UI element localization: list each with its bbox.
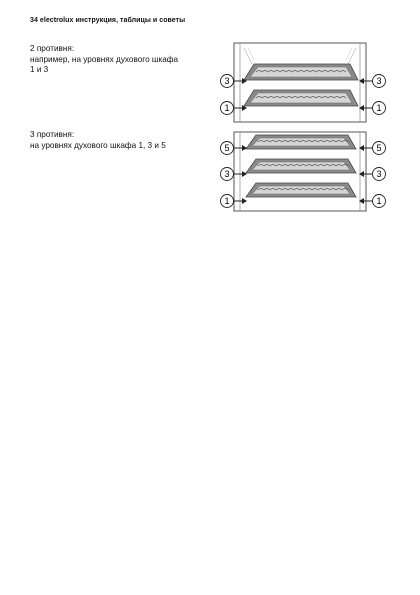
level-number: 5 bbox=[376, 143, 381, 153]
oven-diagram-two-trays: 3 3 1 1 bbox=[220, 42, 386, 123]
level-number: 1 bbox=[224, 103, 229, 113]
shelf-level-marker: 1 1 bbox=[220, 194, 386, 208]
section-three-trays: 3 противня: на уровнях духового шкафа 1,… bbox=[30, 130, 166, 151]
section-line: 1 и 3 bbox=[30, 65, 49, 74]
oven-cavity-frame bbox=[233, 42, 367, 123]
baking-tray-icon bbox=[245, 158, 357, 174]
page-header: 34 electrolux инструкция, таблицы и сове… bbox=[30, 17, 186, 24]
section-heading: 3 противня: bbox=[30, 130, 75, 139]
section-line: например, на уровнях духового шкафа bbox=[30, 54, 179, 64]
baking-tray-icon bbox=[245, 134, 357, 150]
shelf-level-marker: 3 3 bbox=[220, 74, 386, 88]
level-number: 3 bbox=[224, 169, 229, 179]
baking-tray-icon bbox=[245, 182, 357, 198]
baking-tray-icon bbox=[243, 63, 359, 81]
baking-tray-icon bbox=[243, 89, 359, 107]
level-number: 1 bbox=[376, 196, 381, 206]
level-number: 1 bbox=[224, 196, 229, 206]
shelf-level-marker: 1 1 bbox=[220, 101, 386, 115]
level-number: 1 bbox=[376, 103, 381, 113]
section-heading: 2 противня: bbox=[30, 44, 75, 53]
level-number: 3 bbox=[376, 169, 381, 179]
shelf-level-marker: 5 5 bbox=[220, 141, 386, 155]
level-number: 3 bbox=[224, 76, 229, 86]
level-number: 3 bbox=[376, 76, 381, 86]
shelf-level-marker: 3 3 bbox=[220, 167, 386, 181]
oven-diagram-three-trays: 5 5 3 3 1 1 bbox=[220, 131, 386, 212]
section-two-trays: 2 противня: например, на уровнях духовог… bbox=[30, 44, 178, 76]
level-number: 5 bbox=[224, 143, 229, 153]
oven-cavity-frame bbox=[233, 131, 367, 212]
section-line: на уровнях духового шкафа 1, 3 и 5 bbox=[30, 140, 166, 150]
